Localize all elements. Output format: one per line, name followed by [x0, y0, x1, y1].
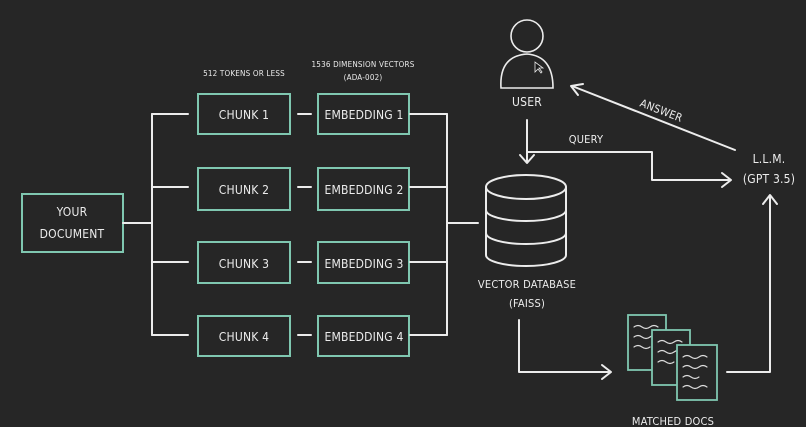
- chunk-1-box: [197, 93, 291, 135]
- matched-docs-icon: [627, 314, 718, 401]
- embedding-2-box: [317, 167, 410, 211]
- user-label: USER: [512, 95, 542, 109]
- docs-to-llm-arrow: [726, 194, 778, 373]
- document-label-line2: DOCUMENT: [40, 227, 105, 241]
- database-label-line1: VECTOR DATABASE: [478, 278, 576, 291]
- chunk-2-label: CHUNK 2: [219, 183, 269, 197]
- document-node: YOUR DOCUMENT: [21, 193, 124, 253]
- row-1: CHUNK 1 EMBEDDING 1: [197, 93, 410, 135]
- document-label-line1: YOUR: [56, 205, 88, 219]
- chunk-4-label: CHUNK 4: [219, 330, 269, 344]
- query-label: QUERY: [569, 133, 604, 146]
- embedding-column-header-line1: 1536 DIMENSION VECTORS: [312, 60, 415, 69]
- answer-arrow: [570, 83, 736, 151]
- chunk-3-label: CHUNK 3: [219, 257, 269, 271]
- chunk-column-header: 512 TOKENS OR LESS: [203, 69, 285, 78]
- database-label-line2: (FAISS): [509, 297, 545, 310]
- query-arrow: [526, 151, 732, 188]
- chunk-3-box: [197, 241, 291, 284]
- database-icon: [485, 174, 567, 267]
- chunk-2-box: [197, 167, 291, 211]
- document-to-chunks-connector: [122, 113, 189, 336]
- llm-label-line1: L.L.M.: [753, 152, 786, 166]
- embedding-3-label: EMBEDDING 3: [324, 257, 403, 271]
- chunk-4-box: [197, 315, 291, 357]
- row-3: CHUNK 3 EMBEDDING 3: [197, 241, 410, 284]
- document-icon: [676, 344, 718, 401]
- cursor-icon: [534, 61, 545, 74]
- embedding-column-header-line2: (ADA-002): [344, 73, 383, 82]
- row-2: CHUNK 2 EMBEDDING 2: [197, 167, 410, 211]
- chunk-1-label: CHUNK 1: [219, 108, 269, 122]
- embedding-4-label: EMBEDDING 4: [324, 330, 403, 344]
- embedding-4-box: [317, 315, 410, 357]
- user-to-database-arrow: [519, 119, 535, 164]
- document-box: [21, 193, 124, 253]
- user-icon: [500, 19, 554, 89]
- row-4: CHUNK 4 EMBEDDING 4: [197, 315, 410, 357]
- embedding-2-label: EMBEDDING 2: [324, 183, 403, 197]
- matched-docs-label: MATCHED DOCS: [632, 415, 714, 427]
- embedding-1-label: EMBEDDING 1: [324, 108, 403, 122]
- embedding-3-box: [317, 241, 410, 284]
- embeddings-to-database-connector: [409, 113, 479, 336]
- database-to-docs-arrow: [518, 319, 612, 380]
- llm-label-line2: (GPT 3.5): [743, 172, 795, 186]
